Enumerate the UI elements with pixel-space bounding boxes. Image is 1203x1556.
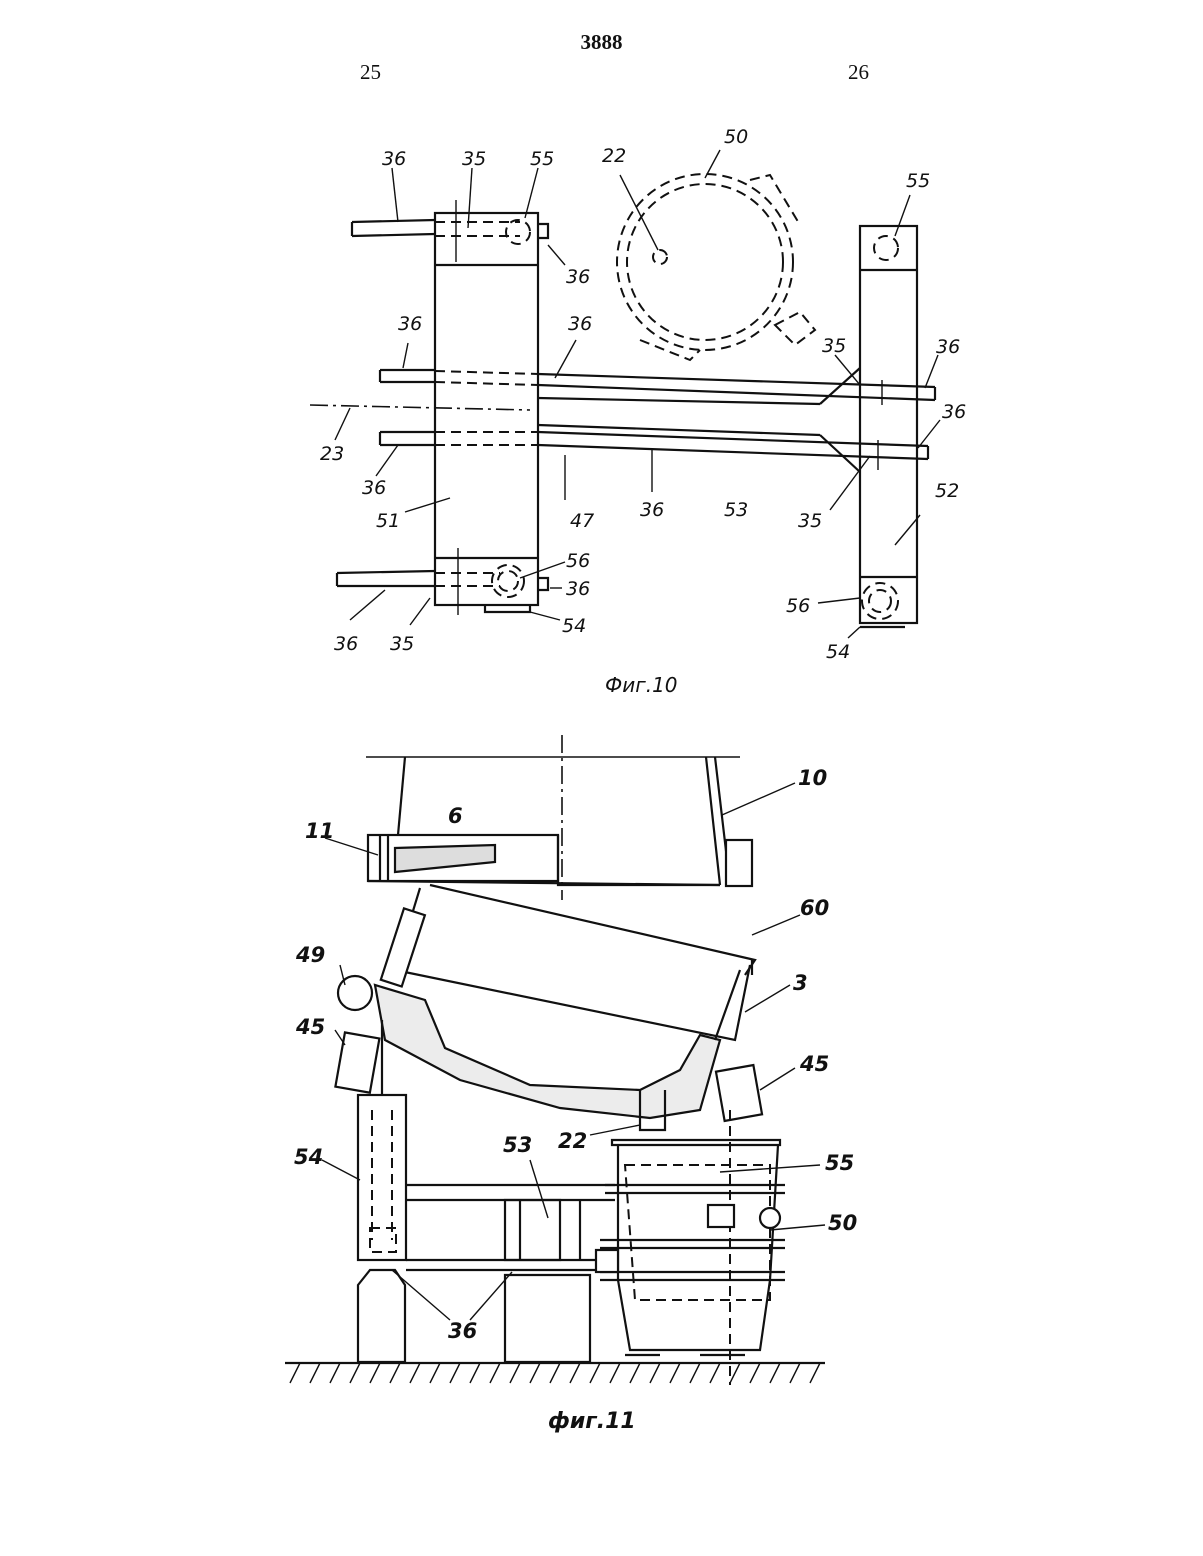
label-56: 56 [566,550,590,572]
motor-45-right [716,1065,762,1121]
label-55: 55 [825,1151,854,1175]
label-36: 36 [362,477,386,499]
label-36: 36 [936,336,960,358]
ladle-50-outer [617,174,793,350]
label-36: 36 [398,313,422,335]
label-36: 36 [942,401,966,423]
label-22: 22 [558,1129,587,1153]
figure-10: 36 35 55 36 22 50 55 36 36 35 36 36 23 3… [310,126,966,697]
label-60: 60 [800,896,829,920]
label-35: 35 [798,510,822,532]
pivot-49 [338,976,372,1010]
cylinder-54 [358,1095,406,1260]
label-56: 56 [786,595,810,617]
label-47: 47 [570,510,594,532]
label-52: 52 [935,480,959,502]
ladle-50-inner [627,184,783,340]
label-45: 45 [799,1052,829,1076]
figure-11-caption: фиг.11 [548,1409,636,1434]
label-22: 22 [602,145,626,167]
label-50: 50 [724,126,748,148]
label-6: 6 [448,804,463,828]
label-36: 36 [640,499,664,521]
label-36: 36 [334,633,358,655]
wheel-55-top-left [506,220,530,244]
label-36: 36 [568,313,592,335]
wheel-56-bottom-left [492,565,524,597]
wheel-55-right [874,236,898,260]
label-36: 36 [448,1319,477,1343]
label-53: 53 [503,1133,532,1157]
label-45: 45 [295,1015,325,1039]
label-3: 3 [793,971,808,995]
label-55: 55 [530,148,554,170]
frame-52 [860,226,917,623]
label-54: 54 [294,1145,323,1169]
label-54: 54 [826,641,850,663]
label-35: 35 [462,148,486,170]
label-55: 55 [906,170,930,192]
label-49: 49 [295,943,325,967]
label-36: 36 [382,148,406,170]
label-23: 23 [320,443,344,465]
label-35: 35 [390,633,414,655]
label-35: 35 [822,335,846,357]
label-36: 36 [566,578,590,600]
label-10: 10 [798,766,827,790]
label-50: 50 [828,1211,857,1235]
label-36: 36 [566,266,590,288]
frame-51 [435,213,538,605]
hood-flange [726,840,752,886]
wheel-56-right [862,583,898,619]
label-53: 53 [724,499,748,521]
ground-hatching [290,1363,820,1383]
nozzle-22 [653,250,667,264]
beam-53 [505,1200,560,1260]
figure-10-caption: Фиг.10 [605,673,678,697]
figure-11: 10 6 11 60 49 3 45 45 22 54 53 55 50 36 … [285,735,857,1434]
label-11: 11 [305,819,334,843]
label-51: 51 [376,510,400,532]
label-54: 54 [562,615,586,637]
